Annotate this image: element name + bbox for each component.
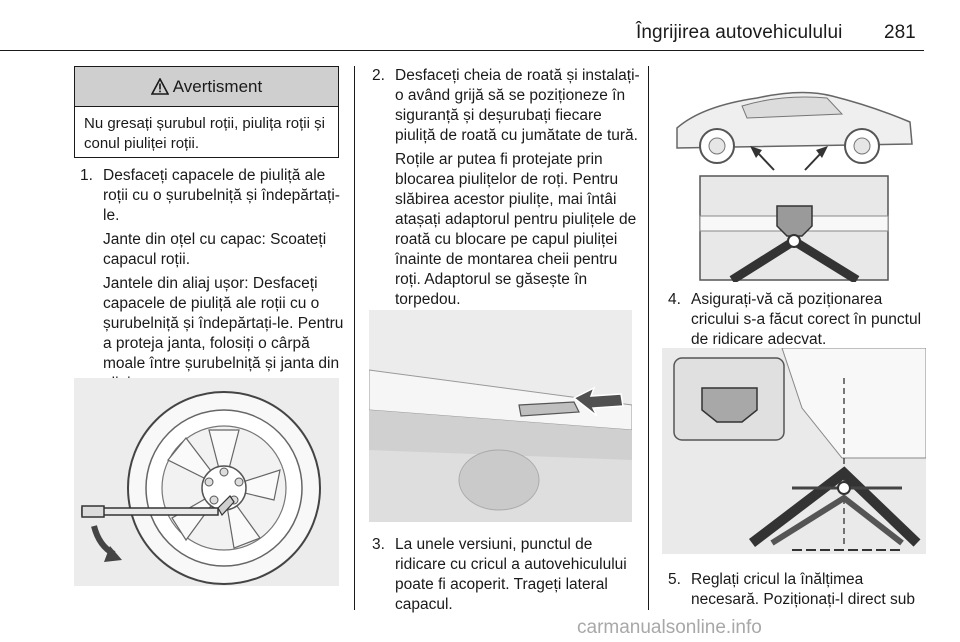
site-watermark: carmanualsonline.info xyxy=(577,617,762,638)
underbody-illustration xyxy=(369,310,632,522)
scissor-jack-figure xyxy=(662,348,926,554)
step-number: 5. xyxy=(668,571,681,588)
car-jack-illustration xyxy=(676,91,913,282)
step-number: 1. xyxy=(80,167,93,184)
step-text: Jantele din aliaj ușor: Desfaceți capace… xyxy=(103,275,344,392)
column-divider-right xyxy=(648,66,649,610)
step-text: Roțile ar putea fi protejate prin blocar… xyxy=(395,151,637,308)
step-text: Reglați cricul la înălțimea necesară. Po… xyxy=(691,571,916,608)
step-text: Desfaceți cheia de roată și instalați-o … xyxy=(395,67,640,144)
wheel-illustration xyxy=(81,391,321,585)
jacking-points-figure xyxy=(662,66,926,282)
step-number: 3. xyxy=(372,536,385,553)
step-number: 2. xyxy=(372,67,385,84)
step-text: Jante din oțel cu capac: Scoateți capacu… xyxy=(103,231,327,268)
header-rule xyxy=(0,50,924,51)
warning-box: Avertisment Nu gresați șurubul roții, pi… xyxy=(74,66,339,158)
warning-triangle-icon xyxy=(150,78,169,95)
page-number: 281 xyxy=(884,22,916,43)
warning-title: Avertisment xyxy=(172,76,263,96)
step-text: Desfaceți capacele de piuliță ale roții … xyxy=(103,167,340,224)
scissor-jack-illustration xyxy=(662,348,926,554)
step-text: La unele versiuni, punctul de ridicare c… xyxy=(395,536,627,613)
running-header-title: Îngrijirea autovehiculului xyxy=(636,22,843,43)
underbody-cover-figure xyxy=(369,310,632,522)
step-number: 4. xyxy=(668,291,681,308)
warning-header: Avertisment xyxy=(75,67,338,107)
warning-text: Nu gresați șurubul roții, piulița roții … xyxy=(84,115,325,152)
step-text: Asigurați-vă că poziționarea cricului s-… xyxy=(691,291,922,348)
wheel-screwdriver-figure xyxy=(74,378,339,586)
column-divider-left xyxy=(354,66,355,610)
